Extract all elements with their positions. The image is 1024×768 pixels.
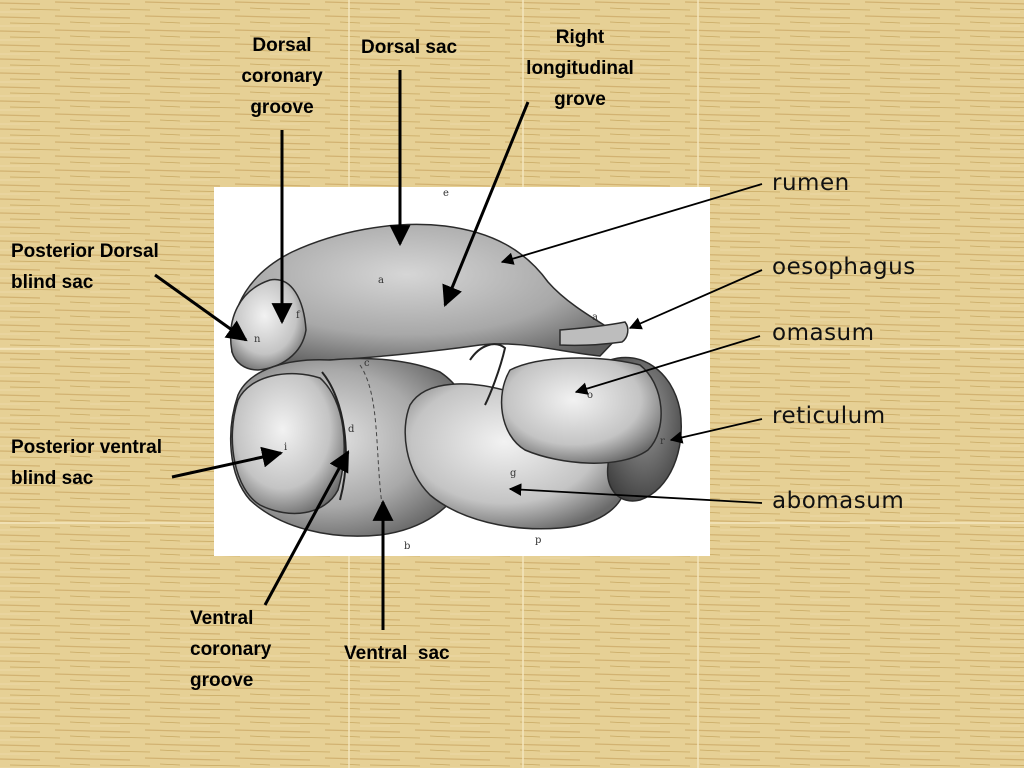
figure-letter: i xyxy=(284,442,287,453)
label-line: Posterior Dorsal xyxy=(11,241,159,262)
label-line: groove xyxy=(250,97,314,118)
organ-arrows xyxy=(500,183,763,504)
figure-letter: n xyxy=(254,334,261,345)
posterior-dorsal-blind-sac-shape xyxy=(230,278,307,371)
figure-letter: d xyxy=(348,424,355,435)
posterior-ventral-blind-sac-shape xyxy=(231,372,345,515)
oesophagus-shape xyxy=(559,321,629,347)
arrow-rumen xyxy=(500,183,763,265)
arrow-right-longitudinal-grove xyxy=(442,101,530,307)
label-line: Dorsal xyxy=(252,35,312,56)
label-line: coronary xyxy=(241,66,323,87)
figure-letter: r xyxy=(660,436,665,447)
figure-letter: p xyxy=(535,535,541,546)
arrow-omasum xyxy=(574,335,761,395)
figure-letter: e xyxy=(443,188,449,199)
label-line: blind sac xyxy=(11,468,94,489)
label-ventral-sac: Ventral sac xyxy=(344,643,450,664)
label-line: blind sac xyxy=(11,272,94,293)
label-dorsal-sac: Dorsal sac xyxy=(361,37,458,58)
figure-letter: f xyxy=(296,310,301,321)
label-line: Right xyxy=(555,27,605,48)
label-line: Ventral xyxy=(190,608,254,629)
figure-letter: o xyxy=(587,390,593,401)
figure-letter: c xyxy=(364,358,370,369)
label-oesophagus: oesophagus xyxy=(772,254,916,280)
arrow-posterior-ventral-blind-sac xyxy=(171,446,284,479)
label-line: coronary xyxy=(190,639,272,660)
label-ventral-coronary-groove: Ventral coronary groove xyxy=(190,603,271,696)
label-omasum: omasum xyxy=(772,320,875,346)
label-arrows xyxy=(154,70,530,630)
arrow-posterior-dorsal-blind-sac xyxy=(154,273,248,342)
label-dorsal-coronary-groove: Dorsal coronary groove xyxy=(226,30,338,123)
arrow-abomasum xyxy=(508,483,763,504)
omasum-shape xyxy=(500,357,662,464)
figure-letters: e a b p f n i d c g a o r xyxy=(254,188,665,552)
label-line: groove xyxy=(190,670,254,691)
label-line: Posterior ventral xyxy=(11,437,162,458)
label-posterior-ventral-blind-sac: Posterior ventral blind sac xyxy=(11,432,162,494)
figure-letter: a xyxy=(592,312,598,323)
arrow-reticulum xyxy=(669,418,763,444)
label-rumen: rumen xyxy=(772,170,850,196)
figure-letter: a xyxy=(378,275,384,286)
figure-letter: b xyxy=(404,541,410,552)
label-posterior-dorsal-blind-sac: Posterior Dorsal blind sac xyxy=(11,236,159,298)
label-reticulum: reticulum xyxy=(772,403,886,429)
arrow-oesophagus xyxy=(628,269,763,330)
arrow-ventral-coronary-groove xyxy=(263,450,350,606)
label-line: longitudinal xyxy=(526,58,634,79)
label-abomasum: abomasum xyxy=(772,488,905,514)
label-line: grove xyxy=(554,89,606,110)
label-right-longitudinal-grove: Right longitudinal grove xyxy=(505,22,655,115)
figure-letter: g xyxy=(510,468,517,479)
